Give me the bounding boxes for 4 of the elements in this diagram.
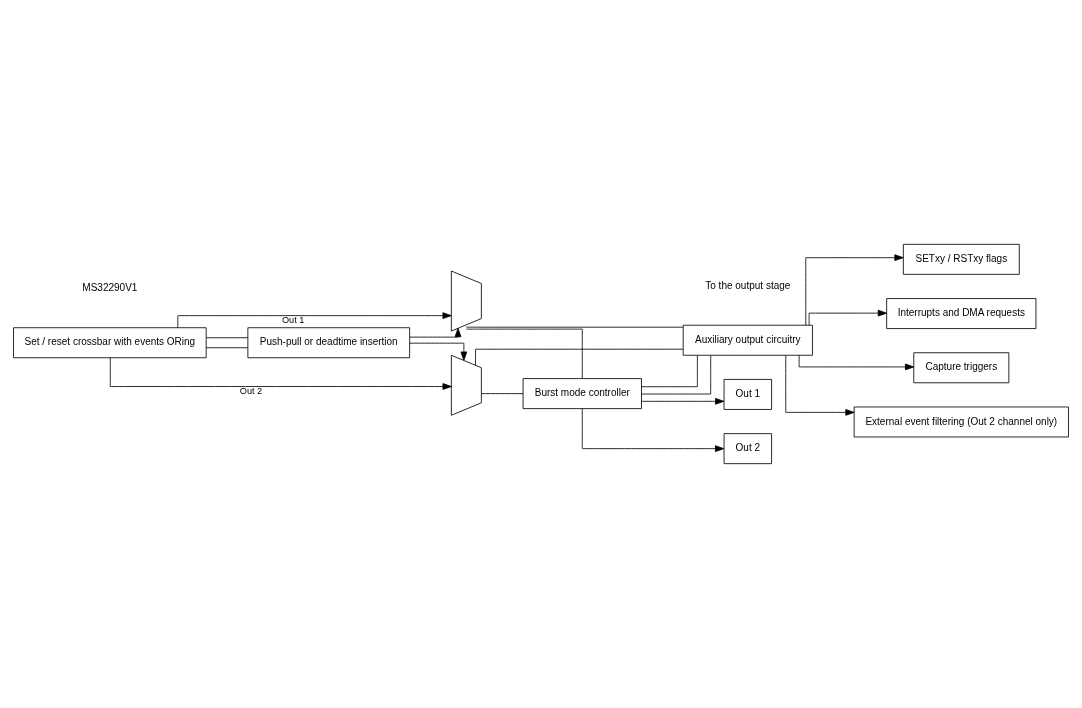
edge-label: Out 1: [281, 314, 305, 325]
label: To the output stage: [705, 279, 791, 291]
edge-label: Out 2: [239, 385, 263, 396]
label: MS32290V1: [82, 282, 138, 294]
